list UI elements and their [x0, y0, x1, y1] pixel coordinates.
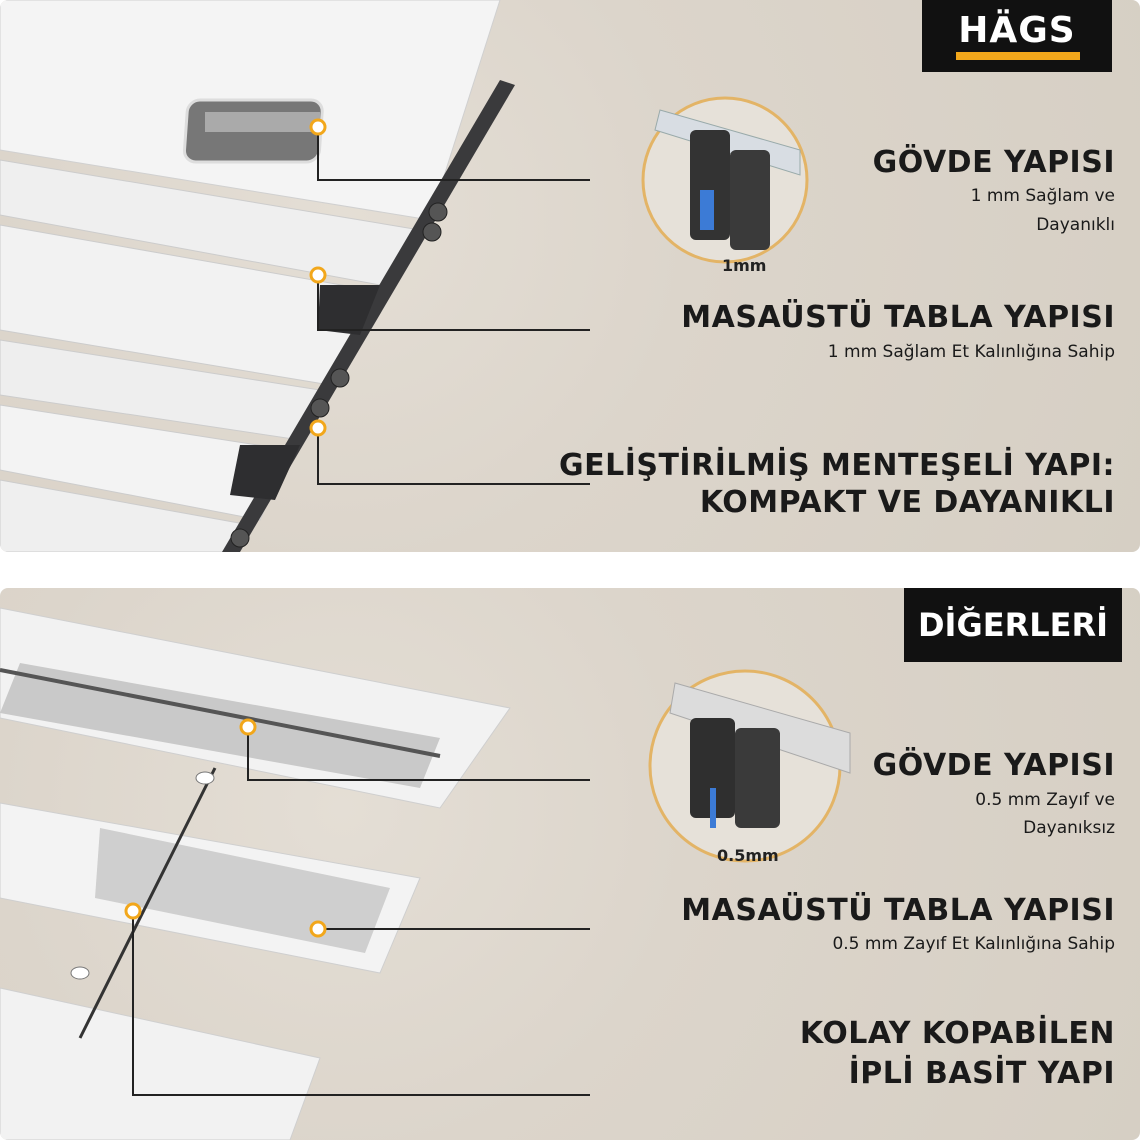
callout-lines	[132, 727, 590, 1096]
brand-logo: HÄGS	[922, 0, 1112, 72]
callout-lines	[317, 127, 590, 485]
feature-title: MASAÜSTÜ TABLA YAPISI	[681, 893, 1115, 928]
logo-text: HÄGS	[958, 10, 1076, 51]
slats	[0, 607, 511, 1140]
detail-circle	[648, 669, 851, 863]
hags-product-illustration	[0, 0, 809, 552]
handle-cutout	[182, 98, 324, 164]
hags-panel: 1mm HÄGS GÖVDE YAPISI 1 mm Sağlam ve Day…	[0, 0, 1140, 552]
feature-desc: Dayanıklı	[1036, 215, 1115, 235]
feature-title: GÖVDE YAPISI	[872, 145, 1115, 180]
feature-title: GÖVDE YAPISI	[872, 748, 1115, 783]
callout-dots	[309, 118, 327, 437]
feature-title: KOMPAKT VE DAYANIKLI	[699, 485, 1115, 520]
slats	[0, 0, 501, 552]
feature-desc: Dayanıksız	[1023, 818, 1115, 838]
feature-desc: 1 mm Sağlam Et Kalınlığına Sahip	[827, 342, 1115, 362]
feature-desc: 0.5 mm Zayıf Et Kalınlığına Sahip	[832, 934, 1115, 954]
hinge-strip	[222, 80, 515, 552]
others-product-illustration	[0, 607, 851, 1140]
thickness-label: 0.5mm	[717, 846, 779, 865]
others-panel: 0.5mm GÖVDE YAPISI 0.5 mm Zayıf ve Dayan…	[0, 588, 1140, 1140]
thickness-label: 1mm	[722, 256, 767, 275]
feature-desc: 0.5 mm Zayıf ve	[975, 790, 1115, 810]
others-badge: DİĞERLERİ	[904, 588, 1122, 662]
feature-title: GELİŞTİRİLMİŞ MENTEŞELİ YAPI:	[558, 448, 1115, 483]
feature-title: MASAÜSTÜ TABLA YAPISI	[681, 300, 1115, 335]
logo-underline	[956, 52, 1080, 60]
callout-dots	[124, 718, 327, 938]
feature-title: İPLİ BASİT YAPI	[848, 1056, 1115, 1091]
detail-circle	[641, 96, 809, 264]
feature-title: KOLAY KOPABİLEN	[799, 1016, 1115, 1051]
feature-desc: 1 mm Sağlam ve	[970, 186, 1115, 206]
